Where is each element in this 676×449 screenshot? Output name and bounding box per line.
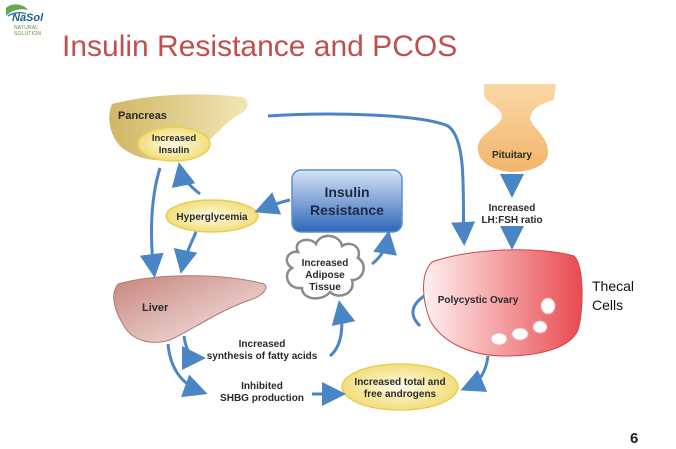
adipose-label-1: Increased (302, 258, 349, 269)
hyperglycemia-ellipse (165, 199, 259, 233)
logo-text: NaSol (12, 12, 44, 24)
slide-title: Insulin Resistance and PCOS (62, 30, 458, 63)
increased-insulin-label-2: Insulin (159, 145, 190, 156)
hyperglycemia-label: Hyperglycemia (176, 212, 248, 223)
insulin-resistance-label-1: Insulin (324, 184, 369, 200)
adipose-label-2: Adipose (305, 270, 345, 281)
arrow-ir-to-hyperglycemia (254, 192, 291, 215)
thecal-cell-cysts (490, 297, 556, 346)
fatty-acids-label-2: synthesis of fatty acids (207, 351, 318, 362)
arrow-fatty-acids-to-adipose (328, 300, 356, 358)
thecal-cells-label: Thecal Cells (592, 278, 635, 313)
shbg-label-2: SHBG production (220, 393, 304, 404)
logo-subtitle: NATURAL SOLUTION (14, 25, 42, 37)
androgens-label-2: free androgens (364, 389, 437, 400)
arrow-pancreas-to-ovary (267, 112, 476, 246)
arrow-liver-to-shbg (166, 343, 208, 398)
nasol-logo: NaSol NATURAL SOLUTION (2, 2, 62, 38)
liver-label: Liver (142, 302, 169, 314)
adipose-cloud-shape (285, 234, 365, 300)
arrow-hyperglycemia-to-liver (173, 231, 198, 274)
arrow-liver-to-fatty-acids (181, 335, 206, 370)
androgens-label-1: Increased total and (354, 377, 445, 388)
increased-insulin-label-1: Increased (152, 133, 197, 144)
arrow-hyperglycemia-to-insulin (171, 162, 201, 196)
insulin-resistance-label-2: Resistance (310, 202, 384, 218)
arrow-insulin-to-liver (139, 167, 164, 278)
leaf-icon (6, 4, 28, 17)
lh-fsh-label-2: LH:FSH ratio (481, 215, 542, 226)
pancreas-label: Pancreas (118, 110, 167, 122)
diagram-arrows (139, 112, 524, 406)
arrow-ovary-to-androgens (460, 355, 490, 392)
arrow-adipose-to-ir (371, 230, 397, 266)
increased-insulin-ellipse (137, 126, 211, 162)
adipose-label-3: Tissue (309, 282, 341, 293)
slide-number: 6 (630, 430, 639, 447)
fatty-acids-label-1: Increased (239, 339, 286, 350)
pituitary-shape (477, 84, 556, 172)
arrow-ovary-left-curve (411, 294, 425, 328)
pituitary-label: Pituitary (492, 150, 532, 161)
shbg-label-1: Inhibited (241, 381, 283, 392)
insulin-resistance-box (291, 169, 403, 233)
liver-shape (113, 275, 267, 343)
ovary-label: Polycystic Ovary (438, 295, 519, 306)
lh-fsh-label-1: Increased (489, 203, 536, 214)
